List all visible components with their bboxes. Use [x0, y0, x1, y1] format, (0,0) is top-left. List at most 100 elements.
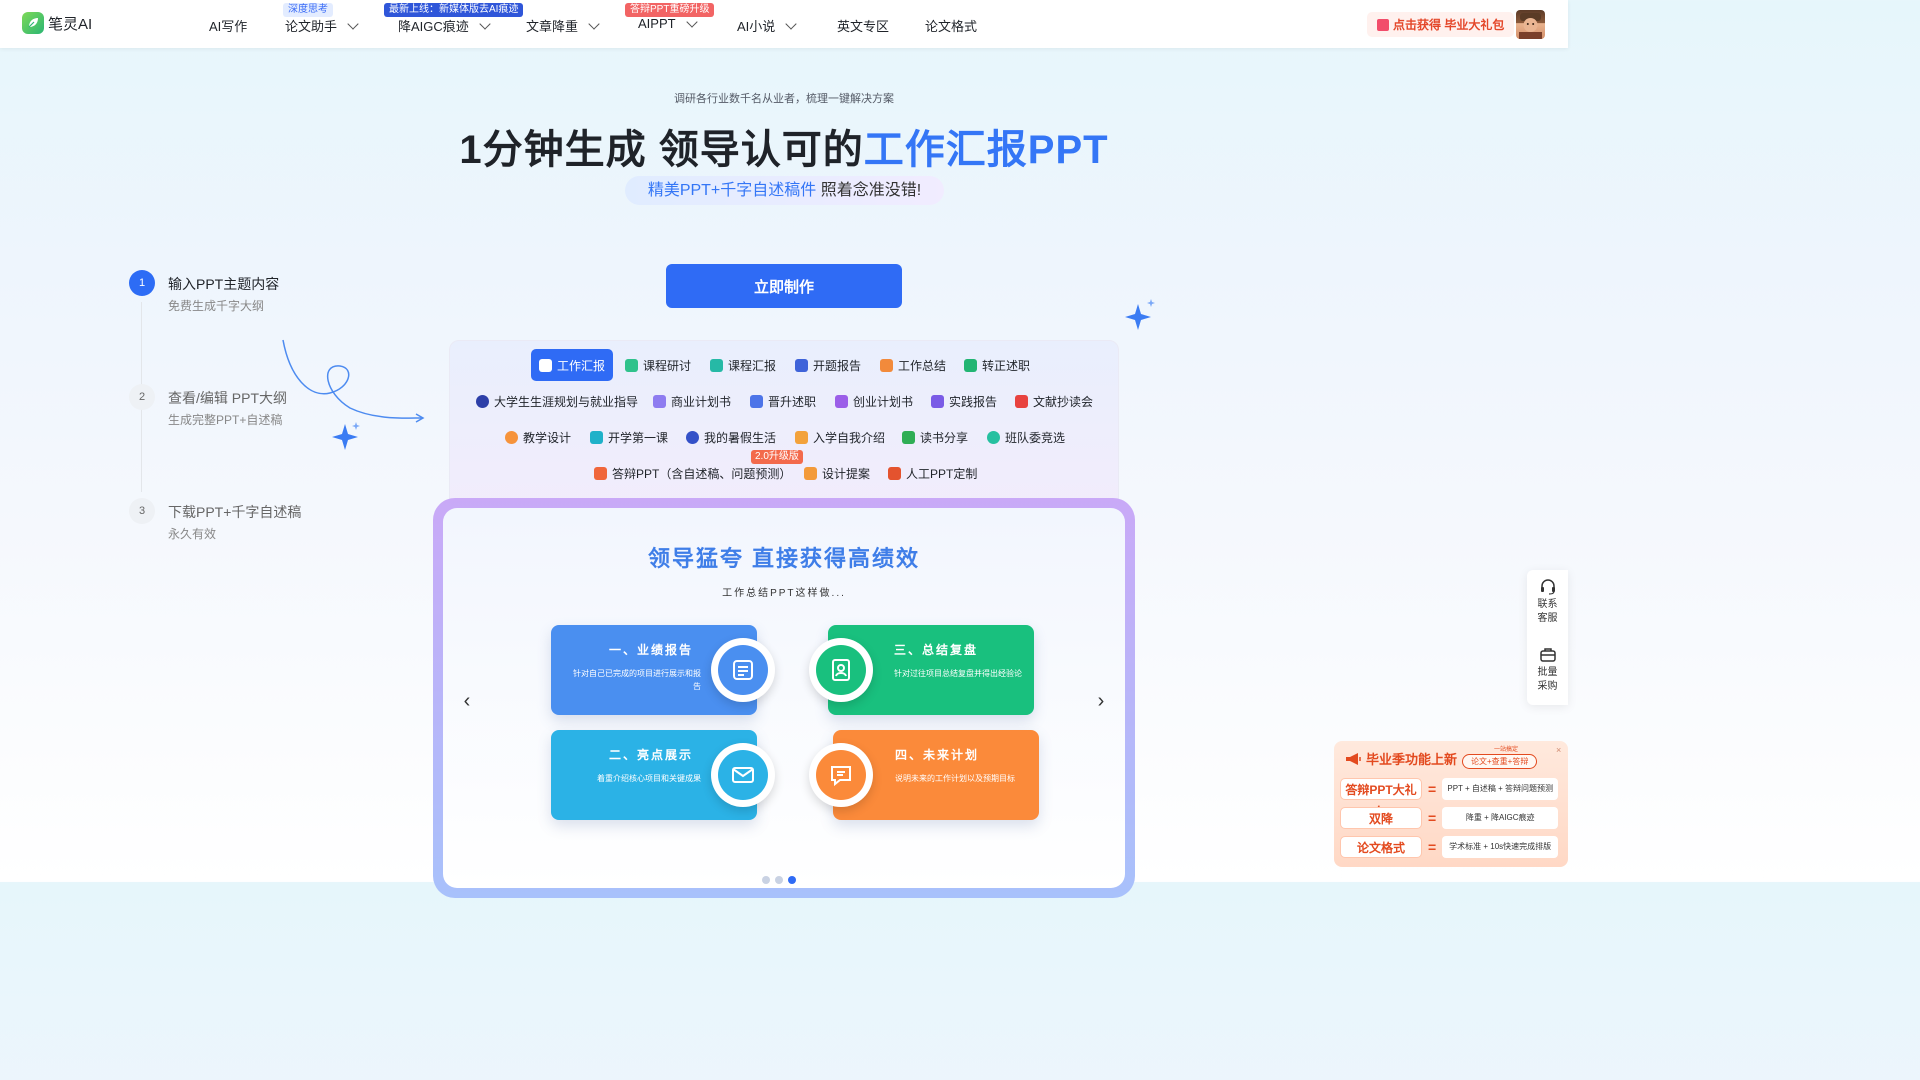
card-desc: 说明未来的工作计划以及预期目标	[895, 774, 1015, 783]
avatar[interactable]	[1516, 10, 1545, 39]
sparkle-icon	[332, 422, 360, 450]
category-course-report[interactable]: 课程汇报	[710, 349, 776, 381]
category-label: 转正述职	[982, 358, 1031, 373]
promo-row[interactable]: 双降 = 降重 + 降AIGC痕迹	[1340, 807, 1559, 829]
card-desc: 针对过往项目总结复盘并得出经验论	[894, 669, 1022, 678]
category-label: 大学生生涯规划与就业指导	[494, 394, 639, 409]
chart-icon	[750, 394, 763, 408]
carousel-next-button[interactable]: ›	[1097, 690, 1105, 712]
category-manual-ppt[interactable]: 人工PPT定制	[888, 457, 977, 489]
create-now-button[interactable]: 立即制作	[666, 264, 902, 308]
contact-service-button[interactable]: 联系 客服	[1527, 578, 1568, 626]
graduation-promo-popup[interactable]: × 毕业季功能上新 一站搞定 论文+查重+答辩 答辩PPT大礼包 = PPT +…	[1334, 741, 1568, 867]
category-teaching-design[interactable]: 教学设计	[505, 421, 571, 453]
promo-row[interactable]: 论文格式 = 学术标准 + 10s快速完成排版	[1340, 836, 1559, 858]
document-icon	[625, 358, 638, 372]
promo-title: 毕业季功能上新	[1344, 749, 1457, 768]
equals-icon: =	[1428, 839, 1437, 855]
carousel-dot-active[interactable]	[788, 876, 796, 884]
sun-icon	[686, 430, 699, 444]
category-book-sharing[interactable]: 读书分享	[902, 421, 968, 453]
slogan-highlight: 精美PPT+千字自述稿件	[647, 182, 817, 199]
category-label: 读书分享	[920, 430, 969, 445]
category-summer-life[interactable]: 我的暑假生活	[686, 421, 776, 453]
carousel-dot[interactable]	[775, 876, 783, 884]
promo-row[interactable]: 答辩PPT大礼包 = PPT + 自述稿 + 答辩问题预测	[1340, 778, 1559, 819]
logo[interactable]: 笔灵AI	[22, 12, 92, 34]
nav-ai-writing[interactable]: AI写作	[209, 16, 247, 35]
nav-badge-defense-ppt: 答辩PPT重磅升级	[625, 3, 715, 17]
decorative-arrow-icon	[282, 339, 425, 423]
category-work-report[interactable]: 工作汇报	[531, 349, 614, 381]
category-design-proposal[interactable]: 设计提案	[804, 457, 870, 489]
message-icon	[816, 750, 866, 800]
category-label: 商业计划书	[671, 394, 732, 409]
bulk-purchase-button[interactable]: 批量 采购	[1527, 646, 1568, 694]
card-icon-bubble	[809, 743, 873, 807]
graduate-icon	[476, 394, 489, 408]
carousel-dot[interactable]	[762, 876, 770, 884]
carousel-prev-button[interactable]: ‹	[463, 690, 471, 712]
close-icon[interactable]: ×	[1556, 745, 1562, 755]
category-first-class[interactable]: 开学第一课	[590, 421, 668, 453]
nav-ai-novel[interactable]: AI小说	[737, 16, 797, 35]
category-label: 工作汇报	[557, 358, 606, 373]
category-probation-report[interactable]: 转正述职	[964, 349, 1030, 381]
promo-label: 双降	[1340, 807, 1422, 829]
gift-pack-label: 点击获得 毕业大礼包	[1393, 18, 1505, 32]
category-label: 人工PPT定制	[906, 466, 978, 481]
teaching-icon	[505, 430, 518, 444]
report-icon	[718, 645, 768, 695]
category-literature-reading[interactable]: 文献抄读会	[1015, 385, 1093, 417]
category-self-intro[interactable]: 入学自我介绍	[795, 421, 885, 453]
sparkle-icon	[1125, 299, 1155, 330]
id-card-icon	[795, 430, 808, 444]
book-icon	[594, 466, 607, 480]
nav-reduce-aigc[interactable]: 降AIGC痕迹	[398, 16, 491, 35]
nav-thesis-assistant[interactable]: 论文助手	[285, 16, 359, 35]
preview-carousel	[433, 498, 1135, 898]
category-promotion-report[interactable]: 晋升述职	[750, 385, 816, 417]
card-desc: 针对自己已完成的项目进行展示和报告	[573, 669, 701, 691]
category-class-election[interactable]: 班队委竞选	[987, 421, 1065, 453]
nav-thesis-format[interactable]: 论文格式	[925, 16, 977, 35]
slogan-pill: 精美PPT+千字自述稿件 照着念准没错!	[625, 176, 944, 205]
equals-icon: =	[1428, 781, 1437, 797]
category-defense-ppt[interactable]: 答辩PPT（含自述稿、问题预测）	[594, 457, 791, 489]
book-icon	[902, 430, 915, 444]
category-label: 班队委竞选	[1005, 430, 1066, 445]
promo-tag-top: 一站搞定	[1494, 747, 1519, 753]
promo-value: PPT + 自述稿 + 答辩问题预测	[1442, 778, 1559, 800]
floating-side-bar: 联系 客服 批量 采购	[1527, 570, 1568, 705]
category-label: 课程研讨	[643, 358, 692, 373]
nav-english-zone[interactable]: 英文专区	[837, 16, 889, 35]
card-summary-review: 三、总结复盘 针对过往项目总结复盘并得出经验论	[828, 625, 1034, 715]
category-startup-plan[interactable]: 创业计划书	[835, 385, 913, 417]
step-number: 3	[129, 498, 155, 524]
category-work-summary[interactable]: 工作总结	[880, 349, 946, 381]
nav-aippt[interactable]: AIPPT	[638, 15, 698, 31]
equals-icon: =	[1428, 810, 1437, 826]
category-career-planning[interactable]: 大学生生涯规划与就业指导	[476, 385, 638, 417]
category-proposal-report[interactable]: 开题报告	[795, 349, 861, 381]
briefcase-icon	[1539, 648, 1556, 662]
nav-article-rewrite[interactable]: 文章降重	[526, 16, 600, 35]
step-number: 2	[129, 384, 155, 410]
mail-icon	[718, 750, 768, 800]
briefcase-icon	[653, 394, 666, 408]
category-course-seminar[interactable]: 课程研讨	[625, 349, 691, 381]
step-title: 输入PPT主题内容	[168, 276, 280, 292]
headset-icon	[1540, 579, 1555, 595]
clipboard-icon	[880, 358, 893, 372]
card-icon-bubble	[809, 638, 873, 702]
blackboard-icon	[590, 430, 603, 444]
gift-pack-button[interactable]: 点击获得 毕业大礼包	[1367, 12, 1515, 37]
category-label: 设计提案	[822, 466, 871, 481]
card-title: 三、总结复盘	[894, 643, 979, 657]
category-label: 我的暑假生活	[704, 430, 777, 445]
category-practice-report[interactable]: 实践报告	[931, 385, 997, 417]
category-label: 入学自我介绍	[813, 430, 886, 445]
carousel-dots	[762, 876, 796, 884]
category-business-plan[interactable]: 商业计划书	[653, 385, 731, 417]
category-label: 工作总结	[898, 358, 947, 373]
